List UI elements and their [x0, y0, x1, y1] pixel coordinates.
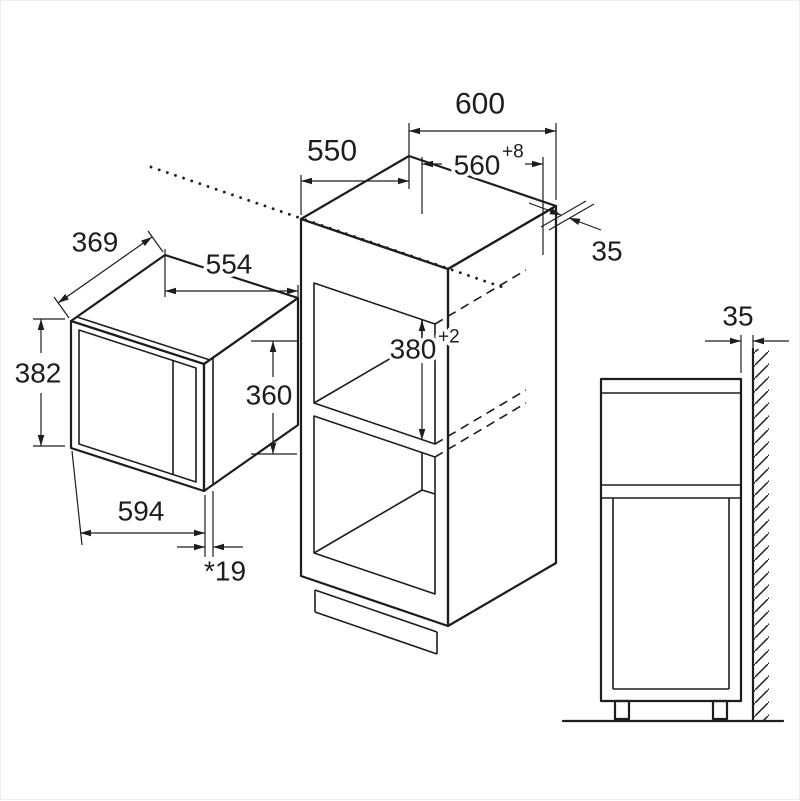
dim-appliance-depth-label: 369 [72, 227, 119, 258]
microwave-3d-view [69, 253, 300, 493]
dim-niche-height-tolerance: +2 [438, 327, 460, 348]
side-elevation-view [561, 347, 785, 723]
dim-wall-clearance-label: 35 [722, 301, 753, 332]
hidden-shelf-lines [434, 269, 527, 458]
cabinet-top-face [299, 154, 558, 271]
cabinet-foot-left [613, 699, 631, 721]
cabinet-plinth [314, 589, 438, 655]
dim-appliance-width-label: 594 [118, 496, 165, 527]
microwave-door-outline [78, 329, 197, 483]
microwave-right-face [202, 296, 300, 493]
side-cabinet-outline [599, 377, 743, 703]
cabinet-foot-right [711, 699, 729, 721]
dim-wall-clearance: 35 [705, 297, 789, 373]
dim-niche-width-tolerance: +8 [502, 142, 524, 163]
dim-door-projection-label: *19 [204, 556, 246, 587]
dim-cabinet-depth: 550 [300, 123, 410, 215]
dim-appliance-width: 594 [71, 450, 206, 557]
dim-appliance-height: 382 [11, 318, 65, 447]
dim-rear-top-clearance-label: 35 [591, 236, 622, 267]
cabinet-right-face [446, 204, 558, 628]
cabinet-3d-view [299, 154, 558, 655]
cabinet-front-face [299, 217, 450, 628]
wall-hatching [753, 349, 769, 721]
microwave-top-face [69, 253, 300, 366]
dim-rear-top-clearance: 35 [528, 200, 626, 270]
dim-niche-height: 380 +2 [386, 320, 463, 440]
dim-appliance-height-label: 382 [15, 358, 62, 389]
dim-door-projection: *19 [177, 491, 250, 590]
microwave-front-face [69, 319, 206, 493]
dim-cabinet-width-label: 600 [455, 88, 505, 121]
dim-front-height-label: 360 [246, 380, 293, 411]
dim-cabinet-depth-label: 550 [307, 135, 357, 168]
lower-opening [313, 415, 436, 595]
dim-body-width-label: 554 [206, 249, 253, 280]
microwave-top-step-line [76, 316, 211, 361]
dim-niche-width-label: 560 [454, 150, 501, 181]
dim-front-height: 360 [242, 340, 297, 455]
dim-niche-width: 560 +8 [421, 138, 544, 255]
dim-cabinet-width: 600 [409, 84, 557, 200]
dim-body-width: 554 [164, 245, 299, 304]
dim-appliance-depth: 369 [53, 223, 164, 319]
dim-niche-height-label: 380 [390, 334, 437, 365]
